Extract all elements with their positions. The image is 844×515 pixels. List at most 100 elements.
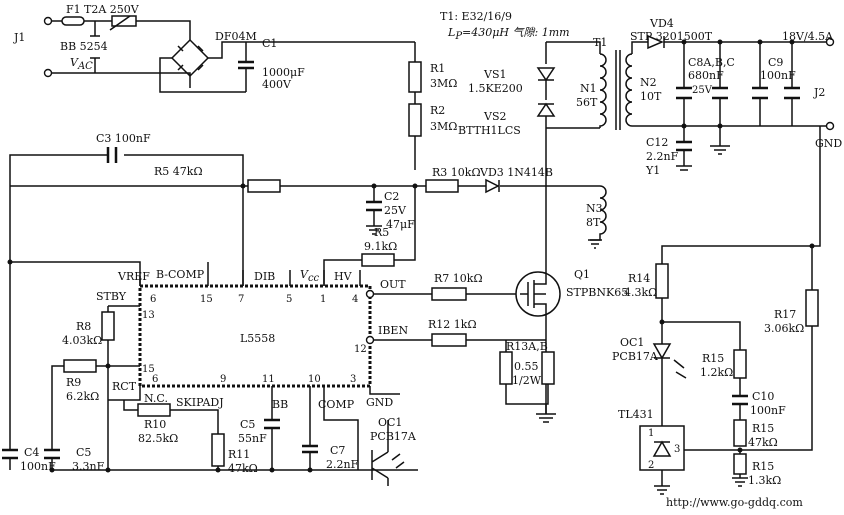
n3-ref: N3 (586, 202, 603, 215)
n3-ground (588, 239, 602, 249)
tl431-ref: TL431 (618, 408, 654, 421)
c7-value: 2.2nF (326, 458, 359, 471)
bridge-diamond (170, 38, 210, 78)
r2-ref: R2 (430, 104, 445, 117)
r10-ref: R10 (144, 418, 166, 431)
aux-section: C3 100nF R5 47kΩ R3 10kΩ VD3 1N414B C2 2… (9, 132, 607, 286)
n1-ref: N1 (580, 82, 597, 95)
bridge-diodes (177, 45, 204, 71)
c1-plates (238, 60, 254, 70)
ic-l5558: L5558 VREF B-COMP DIB Vcc HV 6 15 7 5 1 … (96, 262, 547, 414)
vs2-diode (536, 102, 556, 117)
r17-resistor (805, 289, 819, 327)
r2-value: 3MΩ (430, 120, 457, 133)
r15-mid-ref: R15 (752, 422, 774, 435)
r13-wires (505, 340, 549, 414)
r8-resistor (101, 311, 115, 341)
dib-label: DIB (254, 270, 275, 283)
r15-top-resistor (733, 349, 747, 379)
r12-resistor (431, 333, 467, 347)
out-label: OUT (380, 278, 406, 291)
bridge-wires (159, 41, 235, 93)
c12-value: 2.2nF (646, 150, 679, 163)
j2-label: J2 (813, 86, 825, 99)
pin-11: 11 (262, 374, 275, 385)
r1-ref: R1 (430, 62, 445, 75)
pin-7-top: 7 (238, 294, 244, 305)
varistor-slash (109, 15, 131, 31)
vs1-value: 1.5KE200 (468, 82, 523, 95)
pin-6-top: 6 (150, 294, 156, 305)
vac-label: VAC (70, 56, 93, 72)
node-dot (105, 467, 111, 473)
vref-label: VREF (117, 270, 150, 283)
pin-4-top: 4 (352, 294, 358, 305)
pin-6-bottom: 6 (152, 374, 158, 385)
q1-symbol (520, 272, 547, 316)
c10-plates (732, 394, 748, 406)
c2-plates (366, 200, 382, 212)
c7-ref: C7 (330, 444, 345, 457)
c10-value: 100nF (750, 404, 786, 417)
r8-ref: R8 (76, 320, 91, 333)
startup-resistors: R1 3MΩ R2 3MΩ (408, 42, 457, 170)
vd4-value: STP 3201500T (630, 30, 713, 43)
c8-ref: C8A,B,C (688, 56, 735, 69)
node-dot (240, 183, 246, 189)
c12-ref: C12 (646, 136, 668, 149)
node-dot (105, 363, 111, 369)
tl431-symbol (652, 440, 672, 457)
r10-value: 82.5kΩ (138, 432, 178, 445)
c4-ref: C4 (24, 446, 39, 459)
j1-label: J1 (13, 31, 25, 44)
tl431-pin1: 1 (648, 428, 654, 439)
pin-1-top: 1 (320, 294, 326, 305)
r15-bottom-ref: R15 (752, 460, 774, 473)
c2-voltage: 25V (384, 204, 407, 217)
left-wires (9, 214, 418, 471)
pin-10: 10 (308, 374, 321, 385)
primary-wires (545, 41, 601, 272)
node-dot (7, 259, 13, 265)
secondary-grounds (676, 145, 730, 171)
skipadj-label: SKIPADJ (176, 396, 224, 409)
oc1-led-light (673, 359, 687, 379)
c3-plates (106, 147, 118, 163)
oc1-bottom-value: PCB17A (370, 430, 417, 443)
c8-value: 680nF (688, 69, 724, 82)
r7-label: R7 10kΩ (434, 272, 483, 285)
r9-resistor (63, 359, 97, 373)
watermark: http://www.go-gddq.com (666, 496, 803, 509)
fuse-value: T2A 250V (84, 3, 140, 16)
r2-resistor (408, 103, 422, 137)
ic-right-wires (369, 293, 547, 414)
node-dot (307, 467, 313, 473)
j2-terminal-pos (825, 37, 835, 47)
c2-value: 47μF (386, 218, 415, 231)
node-dot (412, 183, 418, 189)
c10-ref: C10 (752, 390, 774, 403)
c9-ref: C9 (768, 56, 783, 69)
node-dot (789, 39, 795, 45)
node-dot (49, 467, 55, 473)
r14-ref: R14 (628, 272, 650, 285)
transformer-core (615, 50, 621, 130)
oc1-light (391, 453, 405, 469)
output-caps (676, 86, 800, 100)
bb-label: BB (272, 398, 288, 411)
r17-value: 3.06kΩ (764, 322, 804, 335)
r5-top-resistor (247, 179, 281, 193)
c1-wires (235, 41, 415, 93)
n2-turns: 10T (640, 90, 662, 103)
c2-ground (366, 225, 382, 235)
r13-sense: R13A,B 0.55 1/2W (499, 340, 556, 423)
fuse-ref: F1 (66, 3, 81, 16)
n2-ref: N2 (640, 76, 657, 89)
iben-label: IBEN (378, 324, 408, 337)
pin-13: 13 (142, 310, 155, 321)
r10-resistor (137, 403, 171, 417)
n1-winding (599, 53, 607, 128)
c1-ref: C1 (262, 37, 277, 50)
r13-power: 1/2W (512, 374, 542, 387)
oc1-bottom-ref: OC1 (378, 416, 402, 429)
